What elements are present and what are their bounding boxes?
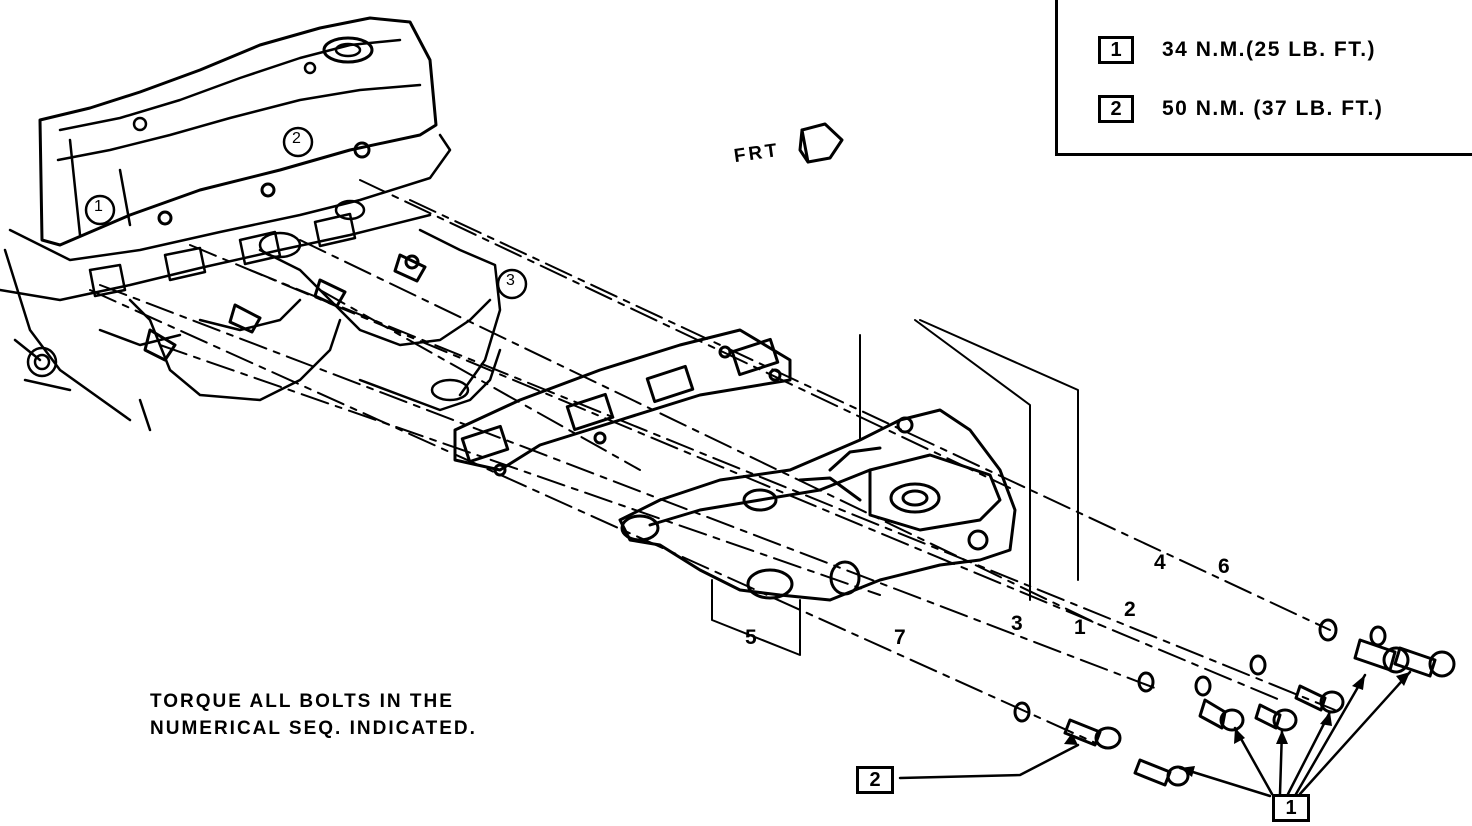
sequence-number-1: 1 bbox=[1074, 616, 1086, 639]
sequence-number-5: 5 bbox=[745, 626, 757, 649]
callout-torque-2: 2 bbox=[856, 766, 894, 794]
cylinder-label-1: 1 bbox=[94, 198, 103, 215]
torque-legend: 1 34 N.M.(25 LB. FT.) 2 50 N.M. (37 LB. … bbox=[1055, 0, 1472, 156]
sequence-number-3: 3 bbox=[1011, 612, 1023, 635]
sequence-number-2: 2 bbox=[1124, 598, 1136, 621]
cylinder-label-2: 2 bbox=[292, 130, 301, 147]
cylinder-label-3: 3 bbox=[506, 272, 515, 289]
legend-row-1: 1 34 N.M.(25 LB. FT.) bbox=[1098, 36, 1376, 64]
bolt-alignment-lines bbox=[89, 179, 1336, 746]
bolts-and-washers bbox=[1013, 618, 1456, 787]
legend-badge-2: 2 bbox=[1098, 95, 1134, 123]
cylinder-2-marker bbox=[282, 126, 314, 158]
legend-badge-1: 1 bbox=[1098, 36, 1134, 64]
legend-row-2: 2 50 N.M. (37 LB. FT.) bbox=[1098, 95, 1383, 123]
torque-note-line-2: NUMERICAL SEQ. INDICATED. bbox=[150, 718, 477, 739]
callout-torque-1: 1 bbox=[1272, 794, 1310, 822]
manifold-gasket bbox=[453, 328, 792, 477]
sequence-number-4: 4 bbox=[1154, 551, 1166, 574]
callout-arrowheads bbox=[1064, 672, 1410, 777]
exhaust-manifold bbox=[618, 408, 1017, 602]
engine-cylinder-head bbox=[0, 16, 528, 432]
sequence-number-7: 7 bbox=[894, 626, 906, 649]
front-arrow-icon bbox=[798, 122, 844, 164]
legend-value-1: 34 N.M.(25 LB. FT.) bbox=[1162, 38, 1377, 61]
torque-note: TORQUE ALL BOLTS IN THE NUMERICAL SEQ. I… bbox=[150, 688, 477, 742]
torque-note-line-1: TORQUE ALL BOLTS IN THE bbox=[150, 691, 454, 712]
legend-value-2: 50 N.M. (37 LB. FT.) bbox=[1162, 97, 1384, 120]
cylinder-1-marker bbox=[84, 194, 116, 226]
sequence-number-6: 6 bbox=[1218, 555, 1230, 578]
